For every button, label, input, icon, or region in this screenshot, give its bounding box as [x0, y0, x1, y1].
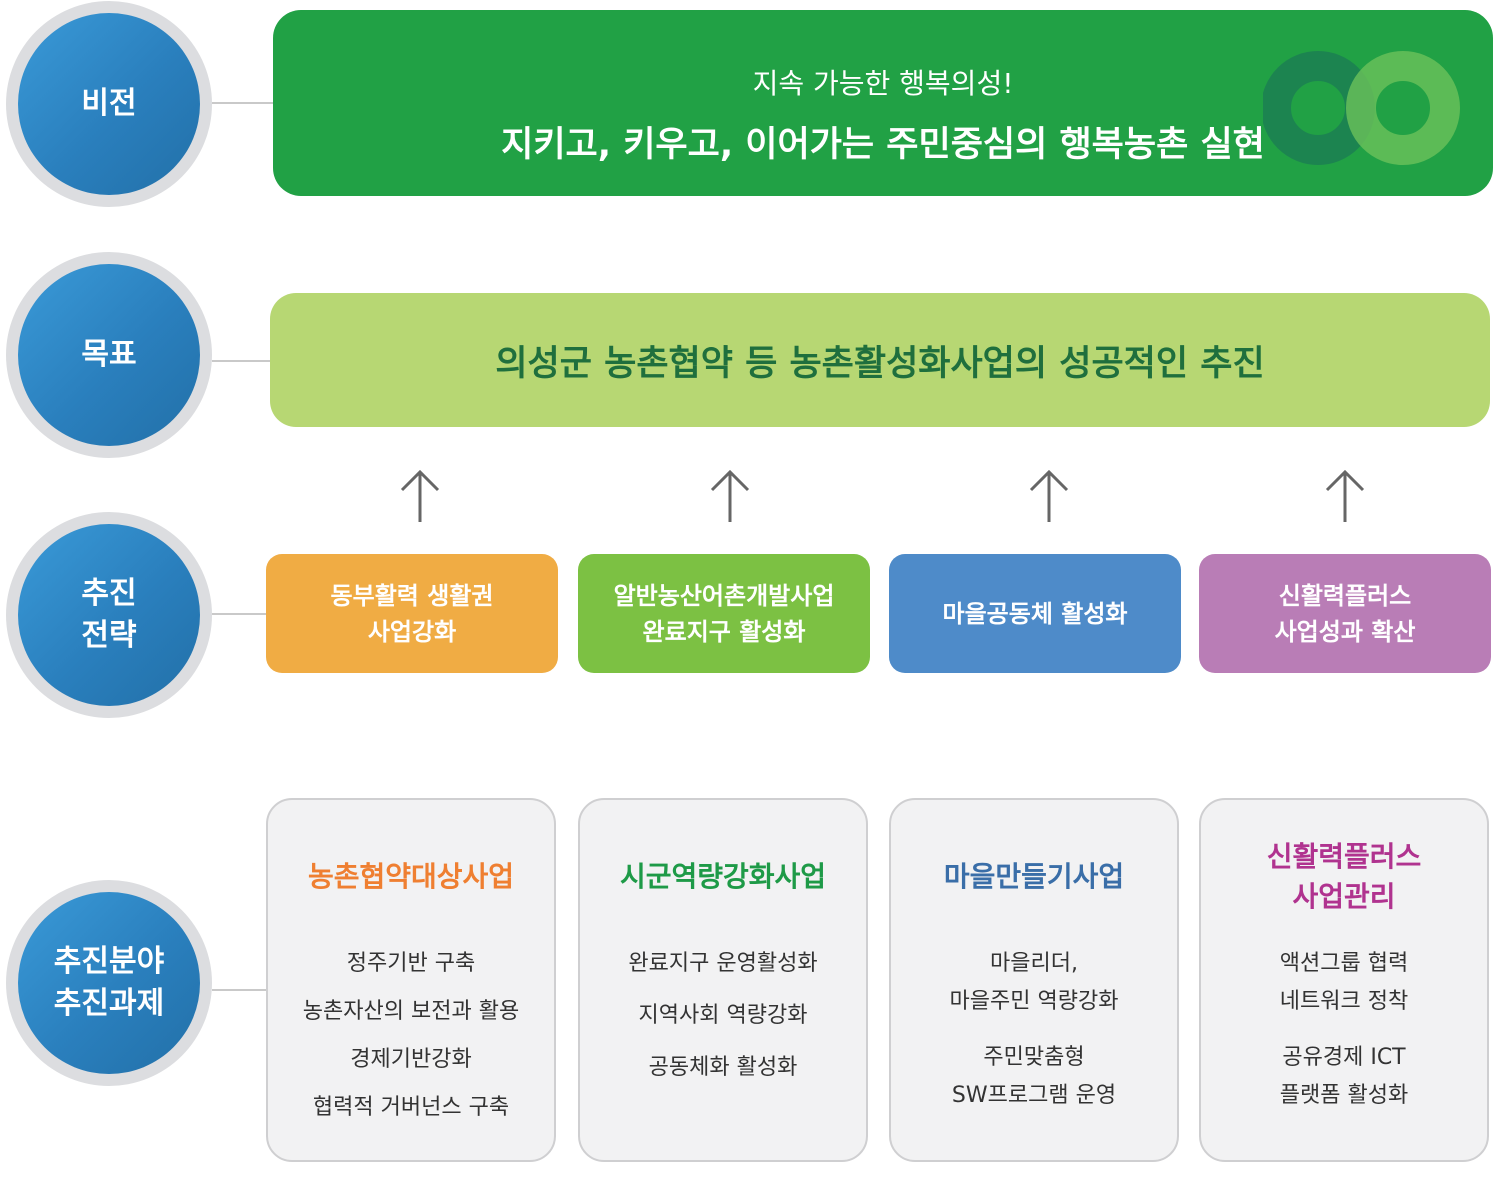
goal-box: 의성군 농촌협약 등 농촌활성화사업의 성공적인 추진: [270, 293, 1490, 427]
strategy-label: 추진 전략: [18, 524, 200, 706]
goal-circle-outer: 목표: [6, 252, 212, 458]
arrow-up-icon: [400, 469, 440, 522]
task-item: 정주기반 구축: [346, 951, 476, 976]
task-box-1: 농촌협약대상사업 정주기반 구축 농촌자산의 보전과 활용 경제기반강화 협력적…: [266, 798, 556, 1162]
goal-connector: [212, 360, 270, 362]
task-box-3: 마을만들기사업 마을리더, 마을주민 역량강화 주민맞춤형 SW프로그램 운영: [889, 798, 1179, 1162]
task-item: 지역사회 역량강화: [638, 1003, 808, 1028]
task-item: 농촌자산의 보전과 활용: [302, 999, 520, 1024]
infinity-icon: [1263, 51, 1460, 165]
task-title-1: 농촌협약대상사업: [307, 860, 515, 893]
arrow-up-icon: [1029, 469, 1069, 522]
vision-label: 비전: [18, 13, 200, 195]
task-item: 주민맞춤형 SW프로그램 운영: [951, 1045, 1117, 1108]
strategy-connector: [212, 613, 266, 615]
task-item: 경제기반강화: [350, 1047, 472, 1072]
goal-text: 의성군 농촌협약 등 농촌활성화사업의 성공적인 추진: [495, 343, 1265, 384]
vision-circle-outer: 비전: [6, 1, 212, 207]
task-item: 액션그룹 협력 네트워크 정착: [1279, 951, 1409, 1014]
task-item: 공유경제 ICT 플랫폼 활성화: [1279, 1045, 1409, 1108]
strategy-box-2: 알반농산어촌개발사업 완료지구 활성화: [578, 554, 870, 673]
task-box-2: 시군역량강화사업 완료지구 운영활성화 지역사회 역량강화 공동체화 활성화: [578, 798, 868, 1162]
goal-label: 목표: [18, 264, 200, 446]
strategy-label-3: 마을공동체 활성화: [942, 599, 1128, 628]
task-title-3: 마을만들기사업: [943, 860, 1125, 893]
strategy-box-3: 마을공동체 활성화: [889, 554, 1181, 673]
vision-box: 지속 가능한 행복의성! 지키고, 키우고, 이어가는 주민중심의 행복농촌 실…: [273, 10, 1493, 196]
vision-title: 지키고, 키우고, 이어가는 주민중심의 행복농촌 실현: [501, 125, 1265, 165]
task-item: 마을리더, 마을주민 역량강화: [949, 951, 1119, 1014]
tasks-connector: [212, 989, 266, 991]
strategy-label-1: 동부활력 생활권 사업강화: [330, 581, 494, 646]
task-title-2: 시군역량강화사업: [619, 860, 827, 893]
strategy-box-4: 신활력플러스 사업성과 확산: [1199, 554, 1491, 673]
tasks-circle-outer: 추진분야 추진과제: [6, 880, 212, 1086]
strategy-label-4: 신활력플러스 사업성과 확산: [1274, 581, 1416, 646]
arrow-up-icon: [1325, 469, 1365, 522]
task-title-4: 신활력플러스 사업관리: [1266, 840, 1422, 913]
task-item: 공동체화 활성화: [648, 1055, 798, 1080]
strategy-box-1: 동부활력 생활권 사업강화: [266, 554, 558, 673]
strategy-label-2: 알반농산어촌개발사업 완료지구 활성화: [613, 581, 835, 646]
task-box-4: 신활력플러스 사업관리 액션그룹 협력 네트워크 정착 공유경제 ICT 플랫폼…: [1199, 798, 1489, 1162]
task-item: 협력적 거버넌스 구축: [312, 1095, 510, 1120]
strategy-circle-outer: 추진 전략: [6, 512, 212, 718]
vision-subtitle: 지속 가능한 행복의성!: [752, 67, 1014, 100]
vision-connector: [212, 102, 273, 104]
task-item: 완료지구 운영활성화: [628, 951, 818, 976]
tasks-label: 추진분야 추진과제: [18, 892, 200, 1074]
arrow-up-icon: [710, 469, 750, 522]
